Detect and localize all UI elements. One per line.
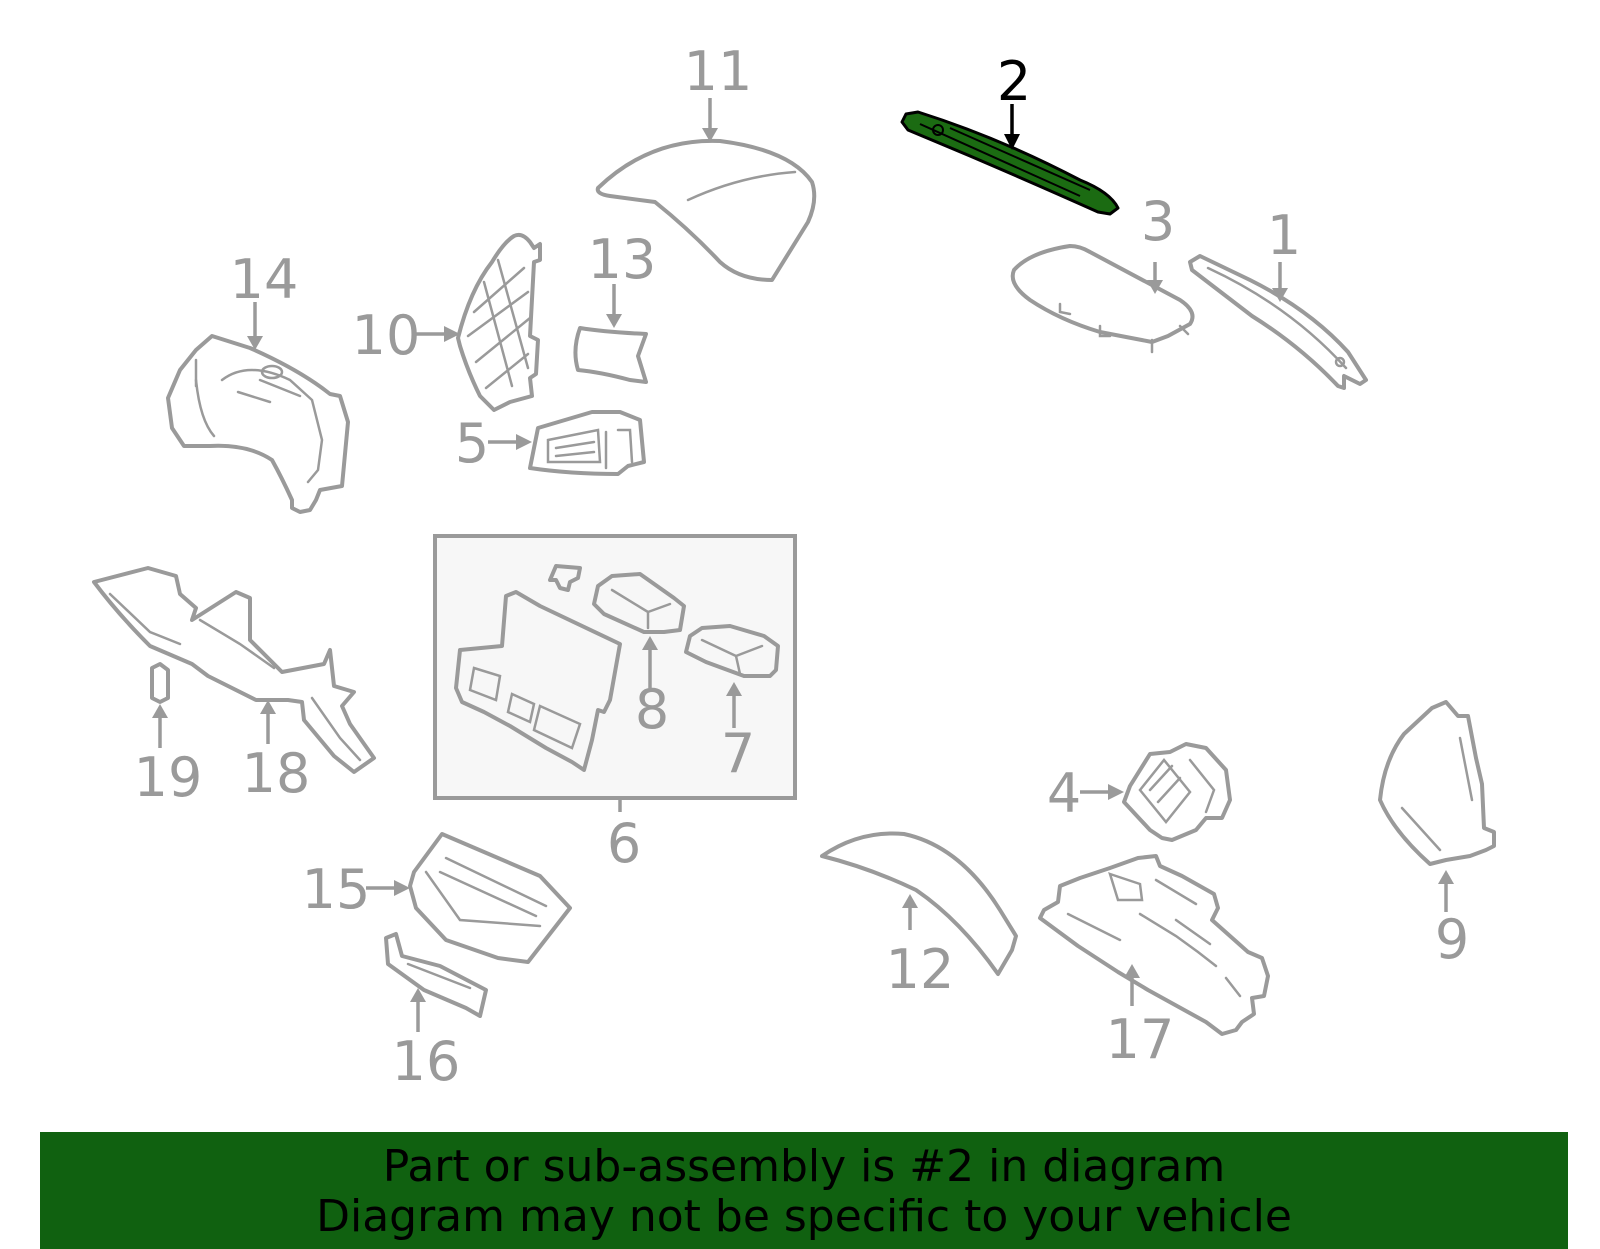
callout-18: 18 [242,742,311,805]
part-9[interactable] [1378,700,1496,866]
callout-3: 3 [1141,190,1175,253]
callout-9: 9 [1435,908,1469,971]
part-2-highlighted[interactable] [900,110,1120,216]
callout-17: 17 [1106,1008,1175,1071]
part-13[interactable] [573,326,648,384]
part-15[interactable] [408,832,572,964]
part-5[interactable] [528,410,646,476]
part-16[interactable] [384,932,488,1018]
part-12[interactable] [820,831,1018,976]
callout-5: 5 [455,412,489,475]
callout-1: 1 [1267,204,1301,267]
callout-10: 10 [352,304,421,367]
callout-4: 4 [1047,762,1081,825]
callout-7: 7 [721,722,755,785]
part-17[interactable] [1038,854,1270,1036]
banner-line-1: Part or sub-assembly is #2 in diagram [382,1141,1226,1192]
callout-13: 13 [588,228,657,291]
part-4[interactable] [1122,742,1232,842]
callout-16: 16 [392,1030,461,1093]
part-1[interactable] [1188,254,1368,390]
callout-8: 8 [635,678,669,741]
part-19[interactable] [150,662,170,704]
callout-2: 2 [997,50,1031,113]
part-10[interactable] [456,232,542,412]
callout-6: 6 [607,812,641,875]
callout-12: 12 [886,938,955,1001]
callout-11: 11 [684,40,753,103]
callout-15: 15 [302,858,371,921]
info-banner: Part or sub-assembly is #2 in diagram Di… [40,1132,1568,1249]
part-18[interactable] [92,566,376,774]
callout-14: 14 [230,248,299,311]
part-3[interactable] [1010,244,1195,354]
banner-line-2: Diagram may not be specific to your vehi… [316,1191,1292,1242]
part-11[interactable] [595,138,817,282]
callout-19: 19 [134,746,203,809]
sub-assembly-6[interactable] [433,534,797,800]
part-14[interactable] [166,334,350,514]
